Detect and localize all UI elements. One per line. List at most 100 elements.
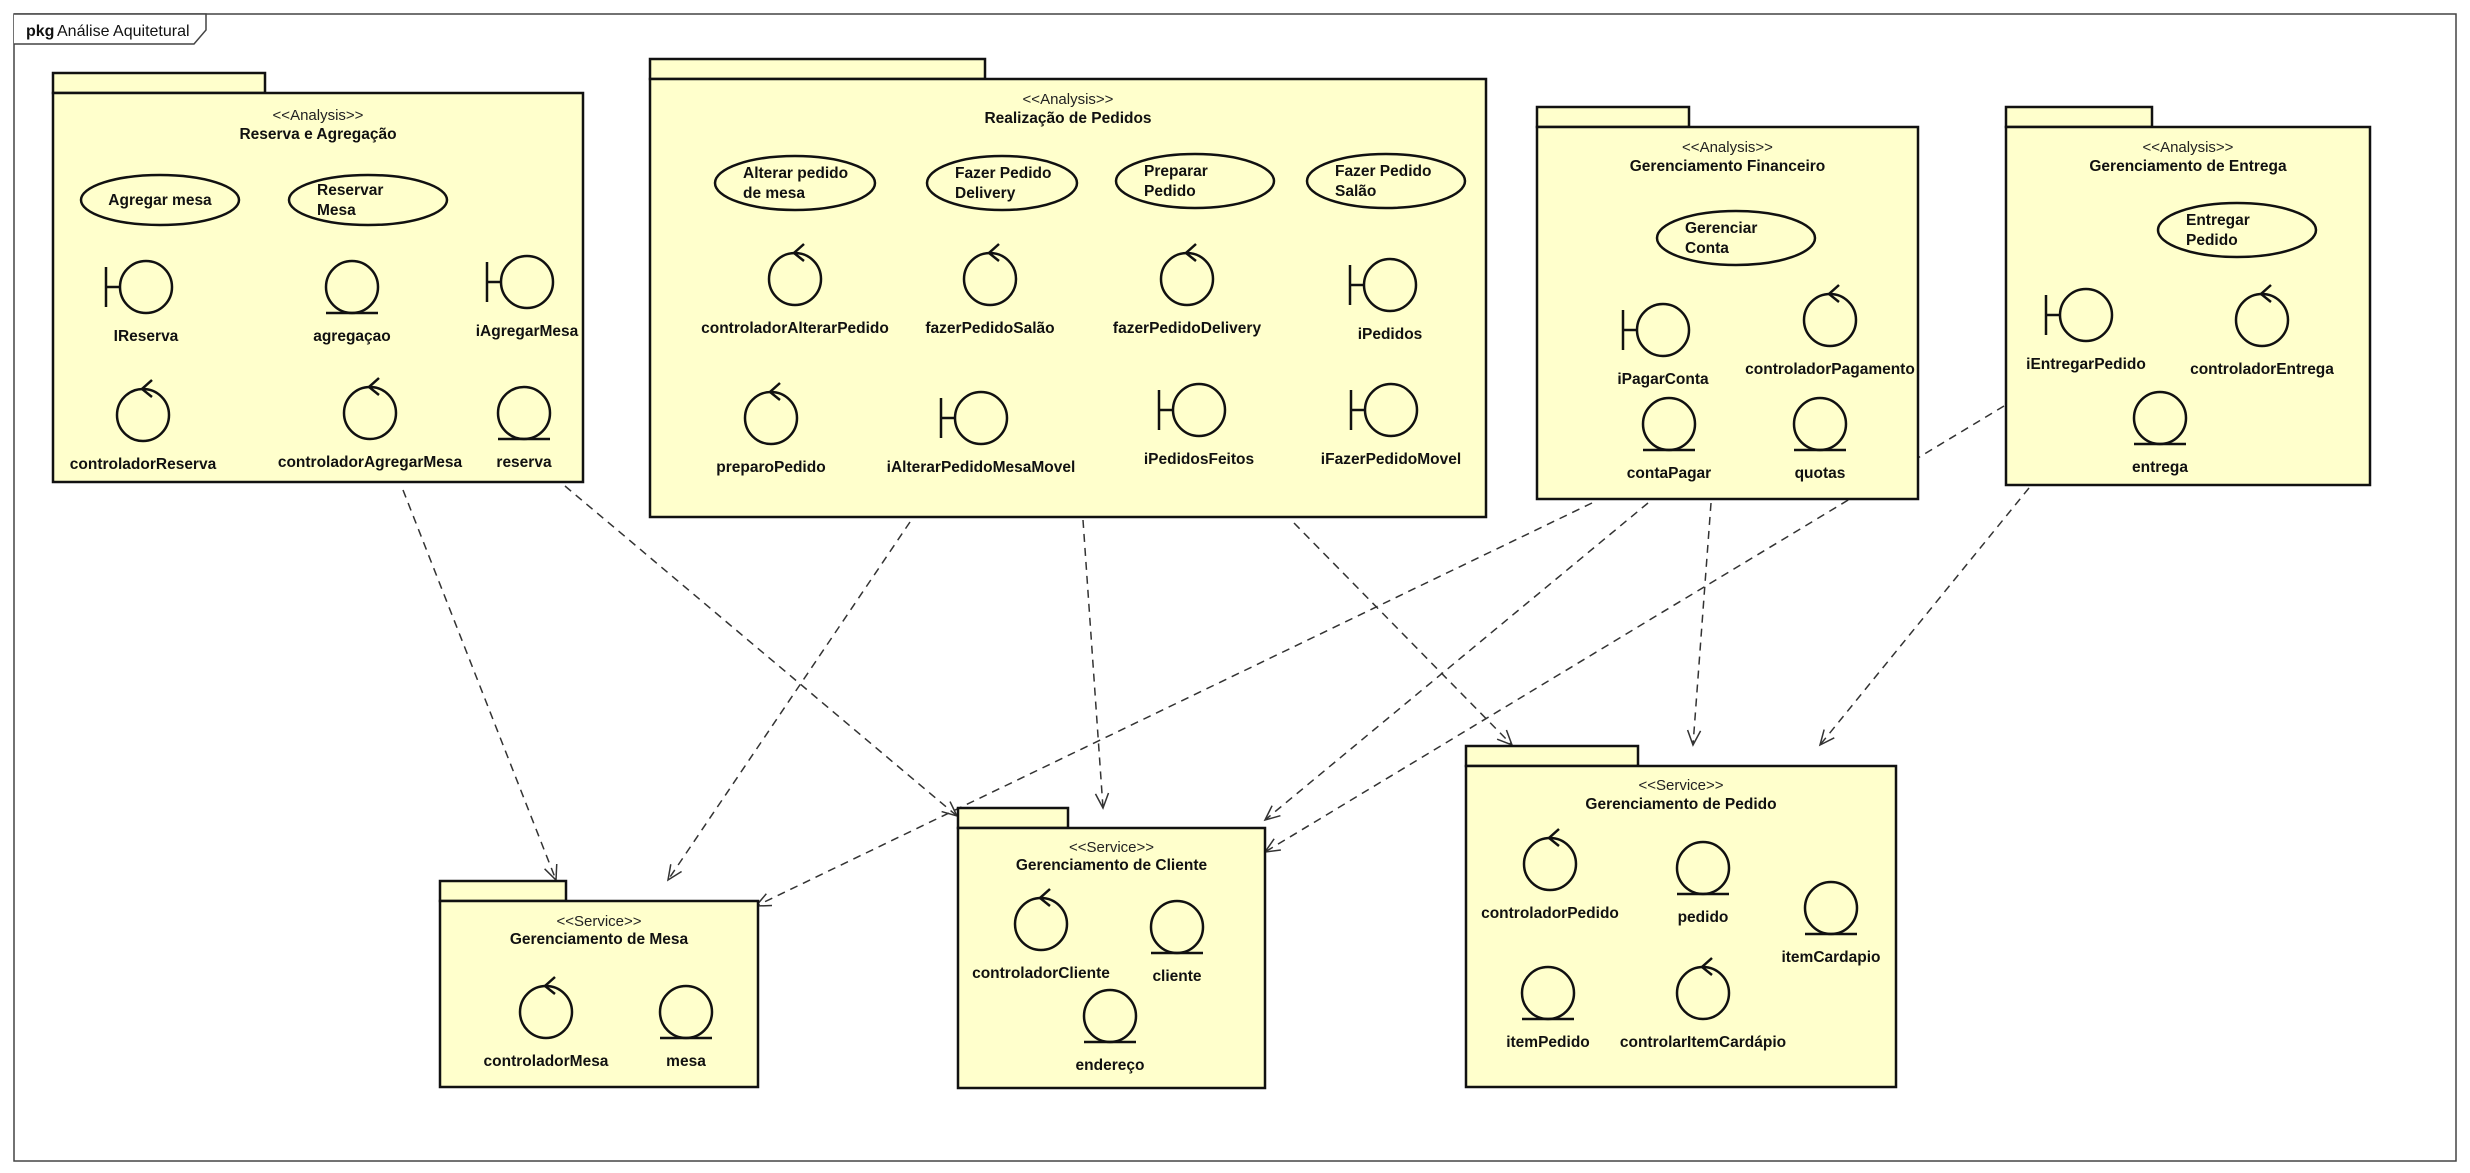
control-icon [1675, 957, 1731, 1021]
package-name: Realização de Pedidos [984, 110, 1151, 127]
usecase-label: Agregar mesa [108, 192, 212, 209]
package-stereotype: <<Analysis>> [273, 107, 364, 124]
entity-reserva[interactable]: reserva [496, 385, 552, 471]
element-label: entrega [2132, 459, 2188, 476]
control-icon [962, 243, 1018, 307]
package-realizacao-de-pedidos[interactable]: <<Analysis>>Realização de PedidosAlterar… [648, 57, 1488, 519]
boundary-i-pedidos-feitos[interactable]: iPedidosFeitos [1144, 382, 1254, 468]
dependency-line [1692, 502, 1712, 746]
package-name: Gerenciamento de Mesa [510, 931, 689, 948]
package-gerenciamento-de-cliente[interactable]: <<Service>>Gerenciamento de Clientecontr… [956, 806, 1267, 1090]
boundary-icon [1621, 302, 1691, 358]
package-gerenciamento-de-entrega[interactable]: <<Analysis>>Gerenciamento de EntregaEntr… [2004, 105, 2372, 487]
element-label: iFazerPedidoMovel [1321, 451, 1461, 468]
package-tab [1464, 744, 1640, 768]
control-icon [767, 243, 823, 307]
control-controlador-agregar-mesa[interactable]: controladorAgregarMesa [278, 377, 463, 471]
package-stereotype: <<Service>> [1069, 839, 1154, 856]
entity-icon [658, 984, 714, 1040]
usecase-label: Pedido [2186, 232, 2238, 249]
control-controlador-entrega[interactable]: controladorEntrega [2190, 284, 2334, 378]
usecase-label: Salão [1335, 183, 1376, 200]
boundary-i-entregar-pedido[interactable]: iEntregarPedido [2026, 287, 2146, 373]
usecase-entregar-pedido[interactable]: EntregarPedido [2156, 201, 2318, 259]
boundary-i-pedidos[interactable]: iPedidos [1348, 257, 1422, 343]
boundary-icon [104, 259, 174, 315]
element-label: IReserva [114, 328, 179, 345]
boundary-i-agregar-mesa[interactable]: iAgregarMesa [476, 254, 579, 340]
element-label: controladorEntrega [2190, 361, 2334, 378]
element-label: iPedidosFeitos [1144, 451, 1254, 468]
control-controlador-cliente[interactable]: controladorCliente [972, 888, 1110, 982]
element-label: fazerPedidoDelivery [1113, 320, 1262, 337]
control-controlador-alterar-pedido[interactable]: controladorAlterarPedido [701, 243, 889, 337]
element-label: quotas [1795, 465, 1846, 482]
element-label: cliente [1152, 968, 1201, 985]
element-label: controladorPagamento [1745, 361, 1915, 378]
element-label: contaPagar [1627, 465, 1711, 482]
usecase-fazer-pedido-delivery[interactable]: Fazer PedidoDelivery [925, 154, 1079, 212]
usecase-ellipse [1655, 209, 1817, 267]
element-label: controladorAlterarPedido [701, 320, 889, 337]
control-controlador-pedido[interactable]: controladorPedido [1481, 828, 1619, 922]
control-preparo-pedido[interactable]: preparoPedido [716, 382, 826, 476]
control-controlador-mesa[interactable]: controladorMesa [484, 976, 609, 1070]
usecase-fazer-pedido-salao[interactable]: Fazer PedidoSalão [1305, 152, 1467, 210]
control-fazer-pedido-delivery[interactable]: fazerPedidoDelivery [1113, 243, 1262, 337]
boundary-i-fazer-pedido-movel[interactable]: iFazerPedidoMovel [1321, 382, 1461, 468]
entity-item-pedido[interactable]: itemPedido [1506, 965, 1590, 1051]
control-controlar-item-cardapio[interactable]: controlarItemCardápio [1620, 957, 1786, 1051]
package-name: Reserva e Agregação [239, 126, 396, 143]
entity-mesa[interactable]: mesa [658, 984, 714, 1070]
element-label: iPagarConta [1617, 371, 1709, 388]
entity-quotas[interactable]: quotas [1792, 396, 1848, 482]
dependency-line [1082, 519, 1104, 809]
dependency-line [1293, 522, 1513, 746]
boundary-icon [939, 390, 1009, 446]
entity-icon [1641, 396, 1697, 452]
control-controlador-reserva[interactable]: controladorReserva [70, 379, 217, 473]
entity-icon [2132, 390, 2188, 446]
dependency-line [755, 502, 1593, 907]
control-icon [2234, 284, 2290, 348]
usecase-ellipse [2156, 201, 2318, 259]
entity-endereco[interactable]: endereço [1076, 988, 1145, 1074]
control-icon [1522, 828, 1578, 892]
entity-cliente[interactable]: cliente [1149, 899, 1205, 985]
entity-icon [1675, 840, 1731, 896]
usecase-label: Fazer Pedido [1335, 163, 1431, 180]
boundary-i-pagar-conta[interactable]: iPagarConta [1617, 302, 1709, 388]
package-gerenciamento-de-pedido[interactable]: <<Service>>Gerenciamento de Pedidocontro… [1464, 744, 1898, 1089]
usecase-label: de mesa [743, 185, 805, 202]
usecase-ellipse [925, 154, 1079, 212]
control-icon [342, 377, 398, 441]
package-gerenciamento-financeiro[interactable]: <<Analysis>>Gerenciamento FinanceiroGere… [1535, 105, 1920, 501]
package-tab [1535, 105, 1691, 129]
usecase-ellipse [1114, 152, 1276, 210]
entity-item-cardapio[interactable]: itemCardapio [1781, 880, 1881, 966]
frame-keyword: pkg [26, 23, 54, 40]
element-label: itemCardapio [1781, 949, 1880, 966]
boundary-ireserva[interactable]: IReserva [104, 259, 179, 345]
usecase-agregar-mesa[interactable]: Agregar mesa [79, 173, 241, 227]
entity-entrega[interactable]: entrega [2132, 390, 2188, 476]
package-gerenciamento-de-mesa[interactable]: <<Service>>Gerenciamento de Mesacontrola… [438, 879, 760, 1089]
entity-pedido[interactable]: pedido [1675, 840, 1731, 926]
usecase-ellipse [713, 154, 877, 212]
entity-conta-pagar[interactable]: contaPagar [1627, 396, 1711, 482]
dependency-arrowhead [1818, 729, 1835, 747]
boundary-icon [2044, 287, 2114, 343]
element-label: controladorCliente [972, 965, 1110, 982]
control-controlador-pagamento[interactable]: controladorPagamento [1745, 284, 1915, 378]
usecase-ellipse [79, 173, 241, 227]
boundary-i-alterar-pedido-mesa-movel[interactable]: iAlterarPedidoMesaMovel [887, 390, 1076, 476]
element-label: iEntregarPedido [2026, 356, 2146, 373]
control-fazer-pedido-salao[interactable]: fazerPedidoSalão [925, 243, 1055, 337]
entity-agregacao[interactable]: agregaçao [313, 259, 391, 345]
